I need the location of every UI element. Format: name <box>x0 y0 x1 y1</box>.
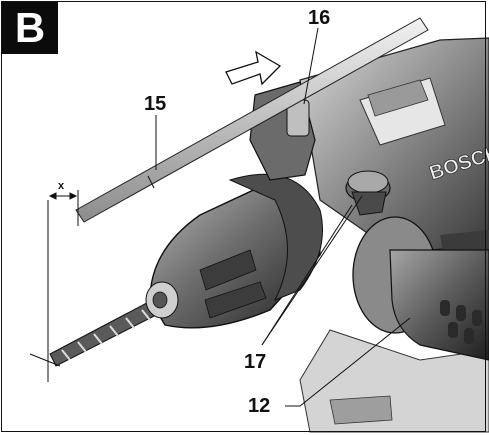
figure-letter-label: B <box>2 2 58 54</box>
chuck <box>145 173 323 329</box>
dimension-x-lines <box>29 190 79 382</box>
callout-17: 17 <box>244 351 267 373</box>
depth-stop-button <box>345 170 391 216</box>
drill-lower-body <box>299 329 489 433</box>
leader-lines <box>155 27 411 407</box>
auxiliary-handle <box>352 216 489 361</box>
clamp-arrow-icon <box>225 50 282 86</box>
depth-stop-rod <box>75 17 429 223</box>
dimension-x-label: x <box>58 180 65 192</box>
callout-15: 15 <box>144 93 167 115</box>
callout-16: 16 <box>308 7 331 29</box>
drill-housing: BOSCH <box>299 37 489 262</box>
callout-12: 12 <box>248 395 271 417</box>
